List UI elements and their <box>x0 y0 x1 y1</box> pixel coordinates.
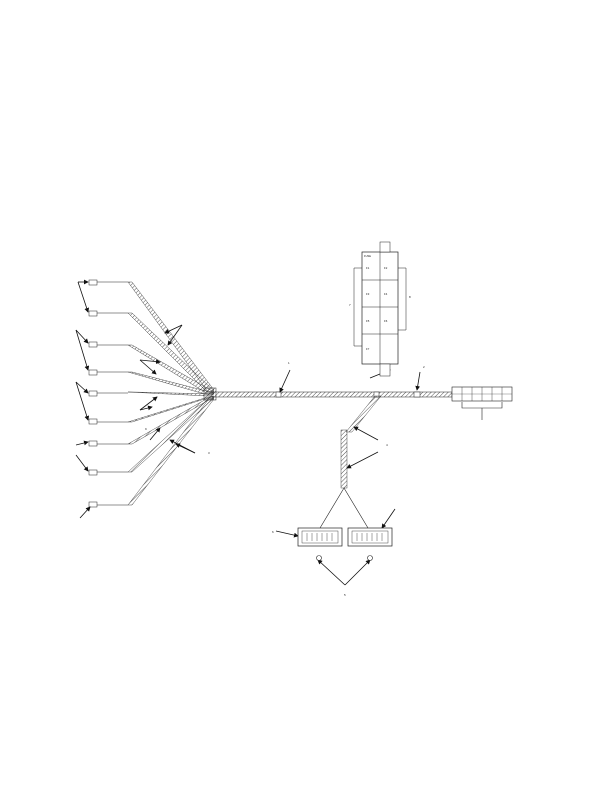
end-connector-block <box>451 386 513 420</box>
fuse-cell-7: F7 <box>366 347 370 351</box>
callout-4: 4 <box>386 443 388 447</box>
callout-9: 9 <box>145 427 147 431</box>
plug-connector-left <box>297 527 343 547</box>
fuse-panel: FUSE F1 F2 F3 F4 F5 F6 F7 <box>353 241 407 377</box>
callout-3: 3 <box>208 451 210 455</box>
callout-5: 5 <box>344 593 346 597</box>
down-branch-arrows <box>275 426 396 586</box>
callout-6: 6 <box>272 530 274 534</box>
branch-connectors <box>88 279 98 508</box>
fuse-cell-3: F3 <box>366 292 370 296</box>
main-trunk <box>211 391 453 398</box>
callout-2: 2 <box>423 365 425 369</box>
callout-1: 1 <box>288 361 290 365</box>
fuse-header-left: FUSE <box>364 254 371 258</box>
fuse-cell-1: F1 <box>366 266 370 270</box>
branch-leads <box>97 281 128 506</box>
fuse-cell-4: F4 <box>384 292 388 296</box>
grommet-right <box>367 555 373 561</box>
down-branch <box>319 395 382 529</box>
fuse-cell-2: F2 <box>384 266 388 270</box>
plug-connector-right <box>347 527 393 547</box>
callout-7: 7 <box>349 303 351 307</box>
callout-8: 8 <box>409 295 411 299</box>
callout-labels: 1 2 3 4 5 6 7 8 9 <box>145 295 425 597</box>
wire-leader-arrows <box>139 324 421 454</box>
left-leader-arrows <box>75 279 91 519</box>
fuse-cell-6: F6 <box>384 319 388 323</box>
grommet-left <box>316 555 322 561</box>
branch-wires <box>127 281 215 506</box>
fuse-cell-5: F5 <box>366 319 370 323</box>
